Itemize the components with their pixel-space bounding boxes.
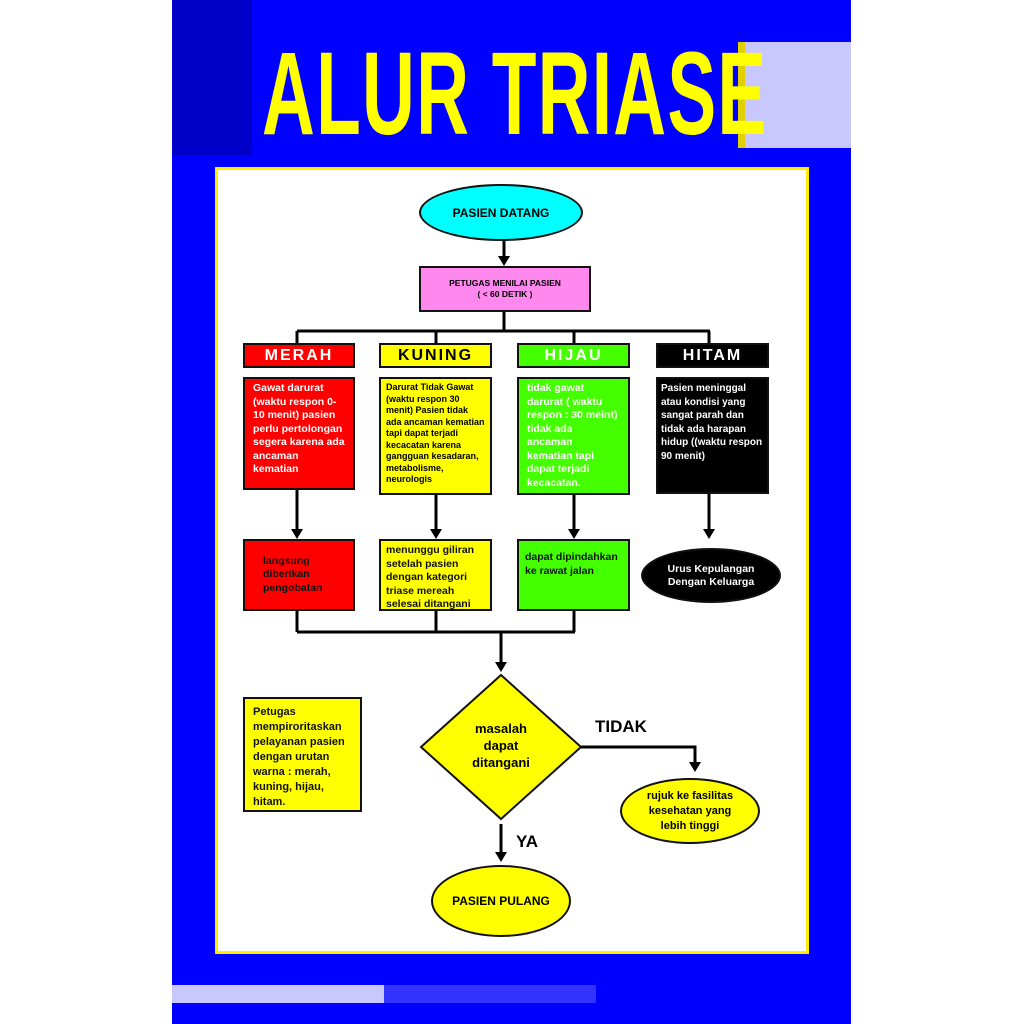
category-kuning-header: KUNING [379, 343, 492, 368]
category-merah-description: Gawat darurat (waktu respon 0-10 menit) … [243, 377, 355, 490]
category-hitam-header: HITAM [656, 343, 769, 368]
category-kuning-action: menunggu giliran setelah pasien dengan k… [379, 539, 492, 611]
assess-line1: PETUGAS MENILAI PASIEN [449, 278, 561, 288]
refer-node: rujuk ke fasilitas kesehatan yang lebih … [620, 778, 760, 844]
assess-line2: ( < 60 DETIK ) [477, 289, 533, 299]
decor-bar-yellow [738, 42, 747, 148]
category-hitam-action: Urus Kepulangan Dengan Keluarga [641, 548, 781, 603]
decor-block-light [745, 42, 851, 148]
category-kuning-description: Darurat Tidak Gawat (waktu respon 30 men… [379, 377, 492, 495]
category-hijau-description: tidak gawat darurat ( waktu respon : 30 … [517, 377, 630, 495]
category-hijau-header: HIJAU [517, 343, 630, 368]
category-merah-action: langsung diberikan pengobatan [243, 539, 355, 611]
yes-label: YA [516, 832, 539, 851]
decision-diamond [419, 673, 583, 821]
category-hijau-action: dapat dipindahkan ke rawat jalan [517, 539, 630, 611]
decor-block-dark [172, 0, 252, 155]
no-label: TIDAK [595, 717, 647, 736]
start-node: PASIEN DATANG [419, 184, 583, 241]
category-merah-header: MERAH [243, 343, 355, 368]
decor-bar-bottom-blue [384, 985, 596, 1003]
end-node: PASIEN PULANG [431, 865, 571, 937]
category-hitam-description: Pasien meninggal atau kondisi yang sanga… [656, 377, 769, 494]
decision-text: masalah dapat ditangani [472, 721, 530, 770]
decor-bar-bottom-light [172, 985, 384, 1003]
assess-node: PETUGAS MENILAI PASIEN ( < 60 DETIK ) [419, 266, 591, 312]
priority-note: Petugas mempiroritaskan pelayanan pasien… [243, 697, 362, 812]
